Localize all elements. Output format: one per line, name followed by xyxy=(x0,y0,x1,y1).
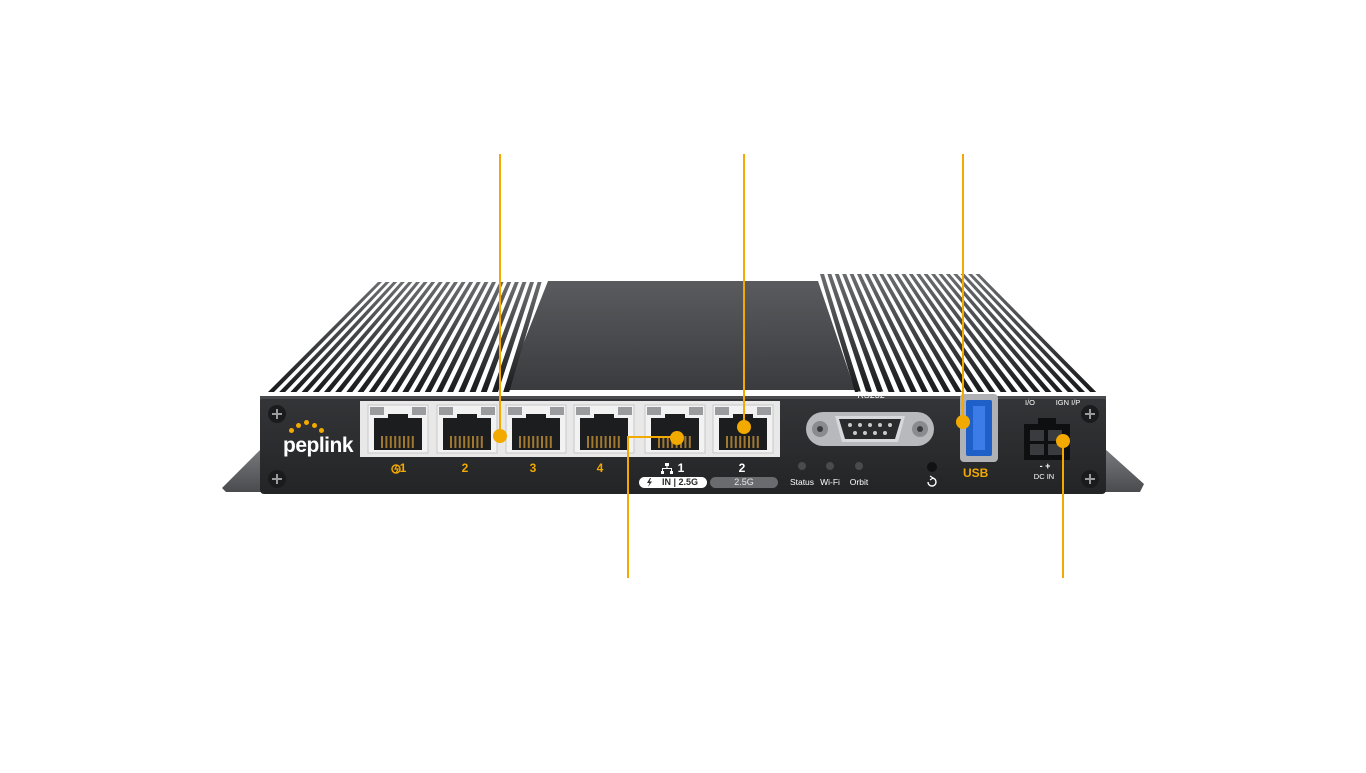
reset-button xyxy=(927,462,937,487)
heatsink-fin xyxy=(357,282,443,392)
left-mounting-flange xyxy=(222,448,262,492)
status-leds xyxy=(798,462,863,470)
heatsink-fin xyxy=(368,282,451,392)
heatsink-fin xyxy=(301,282,405,392)
heatsink-fin xyxy=(391,282,466,392)
heatsink-fin xyxy=(894,274,973,392)
led-label-status: Status xyxy=(789,477,815,487)
heatsink-fin xyxy=(975,274,1097,392)
heatsink-fin xyxy=(312,282,413,392)
top-lid xyxy=(505,281,855,390)
right-mounting-flange xyxy=(1104,448,1144,492)
heatsink-fin xyxy=(279,282,390,392)
heatsink-fin xyxy=(458,282,512,392)
rj45-jack xyxy=(367,404,429,454)
heatsink-fin xyxy=(380,282,458,392)
heatsink-fin xyxy=(886,274,962,392)
rs232-label: RS232 xyxy=(857,390,885,400)
heatsink-fin xyxy=(413,282,481,392)
heatsink-fin xyxy=(945,274,1052,392)
callout-dot-wan1 xyxy=(670,431,684,445)
callout-hline-wan1 xyxy=(627,436,675,438)
heatsink-fin xyxy=(492,282,534,392)
rs232-port xyxy=(806,412,934,446)
lan-port-label-2: 2 xyxy=(461,461,469,475)
usb-label: USB xyxy=(963,466,989,480)
rj45-jack xyxy=(505,404,567,454)
callout-line-wan1 xyxy=(627,436,629,578)
dc-polarity-label: - + xyxy=(1039,461,1051,471)
heatsink-fin xyxy=(960,274,1074,392)
callout-dot-wan2 xyxy=(737,420,751,434)
callout-line-wan2 xyxy=(743,154,745,428)
callout-line-usb xyxy=(962,154,964,422)
callout-dot-lan xyxy=(493,429,507,443)
heatsink-fin xyxy=(953,274,1063,392)
callout-line-dcin xyxy=(1062,441,1064,578)
heatsink-fin xyxy=(346,282,436,392)
heatsink-fin xyxy=(324,282,420,392)
heatsink-fin xyxy=(916,274,1007,392)
dc-in-label: DC IN xyxy=(1033,472,1055,481)
lan-port-label-4: 4 xyxy=(596,461,604,475)
rj45-jack xyxy=(573,404,635,454)
led-label-wifi: Wi-Fi xyxy=(820,477,840,487)
heatsink-fin xyxy=(931,274,1029,392)
heatsink-fin xyxy=(857,274,917,392)
heatsink-fin xyxy=(834,274,884,392)
heatsink-fin xyxy=(402,282,474,392)
rj45-jack xyxy=(644,404,706,454)
panel-screws xyxy=(268,405,1099,488)
heatsink-fin xyxy=(290,282,398,392)
heatsink-fin xyxy=(879,274,951,392)
heatsink-fin xyxy=(864,274,929,392)
lan-port-label-3: 3 xyxy=(529,461,537,475)
heatsink-fin xyxy=(335,282,428,392)
heatsink-fin xyxy=(871,274,940,392)
heatsink-fin xyxy=(968,274,1085,392)
heatsink-fin xyxy=(436,282,496,392)
poe-icon xyxy=(391,464,401,474)
callout-line-lan xyxy=(499,154,501,436)
network-icon xyxy=(661,463,673,474)
left-heatsink-fins xyxy=(268,282,542,392)
brand-logo: peplink xyxy=(283,434,354,457)
heatsink-fin xyxy=(447,282,504,392)
heatsink-fin xyxy=(480,282,527,392)
lightning-icon xyxy=(647,478,652,487)
led-label-orbit: Orbit xyxy=(849,477,869,487)
callout-dot-usb xyxy=(956,415,970,429)
ign-label: IGN I/P xyxy=(1055,398,1081,407)
heatsink-fin xyxy=(503,282,542,392)
rj45-jack xyxy=(436,404,498,454)
heatsink-fin xyxy=(469,282,519,392)
wan-port-tag-1: IN | 2.5G xyxy=(661,477,699,487)
heatsink-fin xyxy=(908,274,996,392)
heatsink-fin xyxy=(849,274,906,392)
heatsink-fin xyxy=(827,274,873,392)
heatsink-fin xyxy=(842,274,895,392)
wan-port-label-1: 1 xyxy=(677,461,685,475)
right-heatsink-fins xyxy=(820,274,1097,392)
heatsink-fin xyxy=(268,282,382,392)
usb-port xyxy=(960,394,998,462)
wan-port-tag-2: 2.5G xyxy=(734,477,754,487)
heatsink-fin xyxy=(820,274,861,392)
lan-port-label-1: 1 xyxy=(399,461,407,475)
heatsink-fin xyxy=(424,282,489,392)
wan-port-label-2: 2 xyxy=(738,461,746,475)
heatsink-fin xyxy=(923,274,1018,392)
io-label: I/O xyxy=(1024,398,1035,407)
